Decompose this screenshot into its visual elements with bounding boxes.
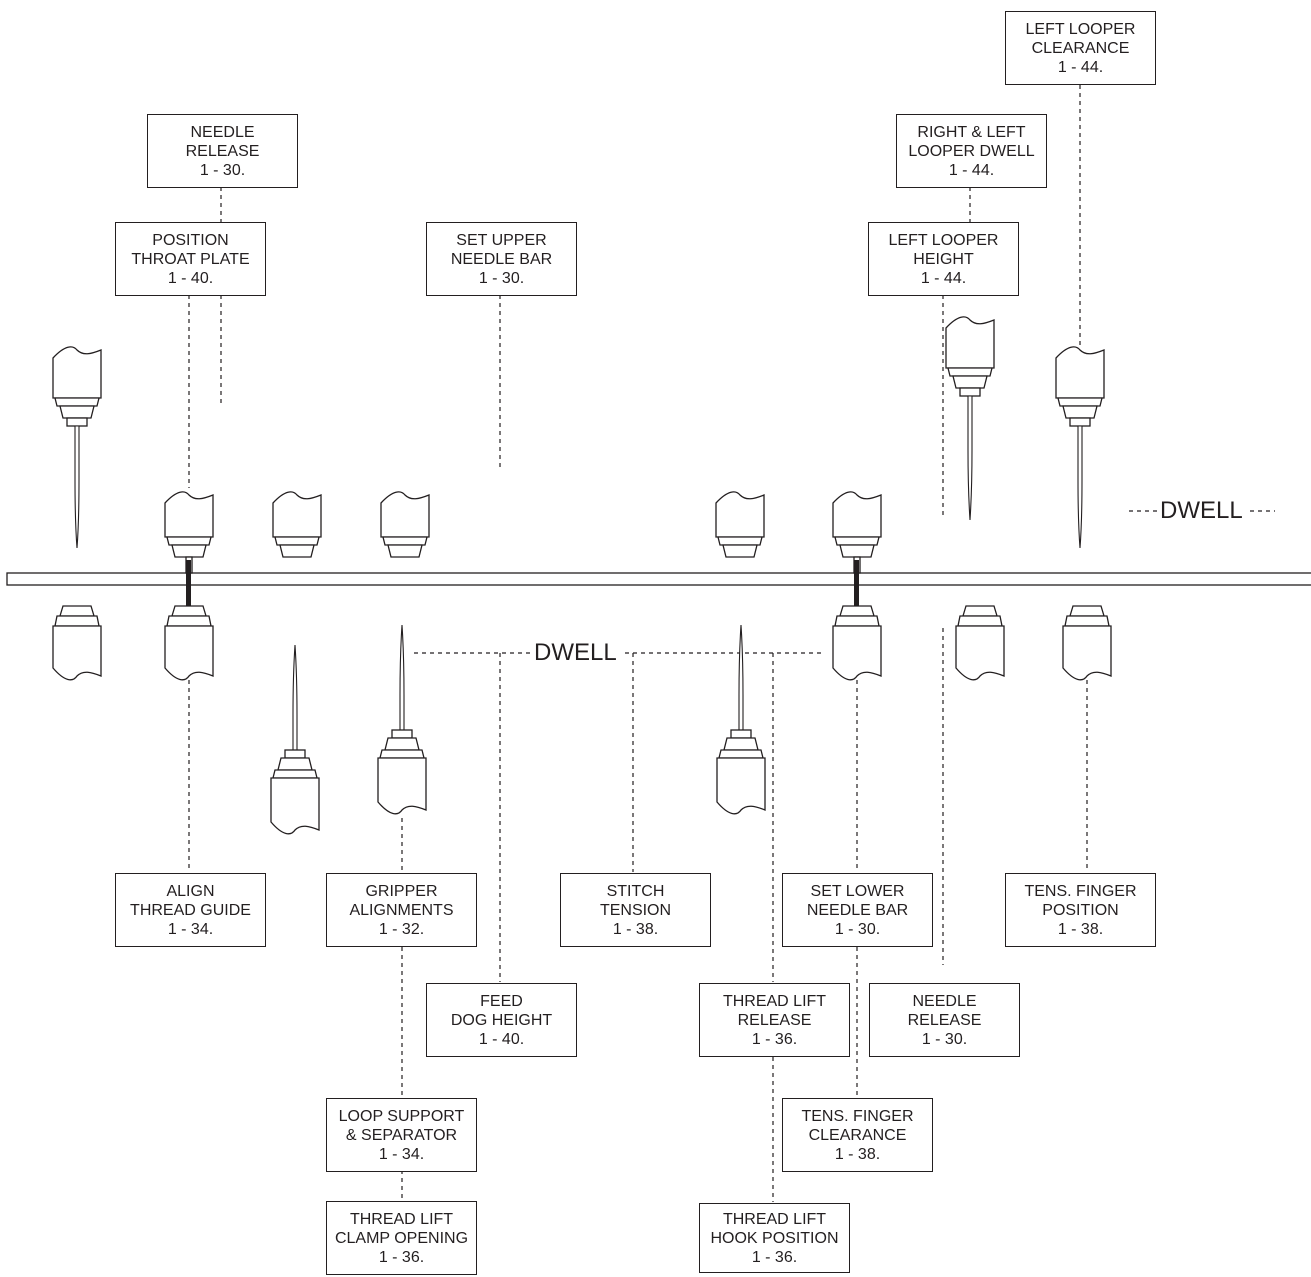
lower-needle-2 [377, 624, 427, 815]
label-line: RIGHT & LEFT [917, 123, 1026, 141]
label-tens-finger-position: TENS. FINGER POSITION 1 - 38. [1005, 873, 1156, 947]
label-line: STITCH [606, 882, 665, 900]
label-ref: 1 - 38. [1057, 920, 1104, 938]
needle-through-plate-2 [854, 560, 859, 610]
label-set-lower-needle-bar: SET LOWER NEEDLE BAR 1 - 30. [782, 873, 933, 947]
label-line: RELEASE [737, 1011, 812, 1029]
label-ref: 1 - 30. [921, 1030, 968, 1048]
label-line: DOG HEIGHT [450, 1011, 553, 1029]
label-ref: 1 - 38. [612, 920, 659, 938]
label-ref: 1 - 34. [167, 920, 214, 938]
label-line: LEFT LOOPER [888, 231, 999, 249]
throat-plate-bar [6, 572, 1311, 586]
label-line: LOOPER DWELL [908, 142, 1035, 160]
upper-holder-c [380, 491, 430, 558]
label-right-left-looper-dwell: RIGHT & LEFT LOOPER DWELL 1 - 44. [896, 114, 1047, 188]
label-needle-release-top: NEEDLE RELEASE 1 - 30. [147, 114, 298, 188]
dwell-label-lower: DWELL [534, 639, 617, 666]
lower-needle-1 [270, 644, 320, 835]
label-line: LEFT LOOPER [1025, 20, 1136, 38]
upper-needle-2 [945, 316, 995, 521]
label-line: ALIGN [166, 882, 215, 900]
label-ref: 1 - 32. [378, 920, 425, 938]
label-align-thread-guide: ALIGN THREAD GUIDE 1 - 34. [115, 873, 266, 947]
upper-holder-d [715, 491, 765, 558]
upper-holder-b [272, 491, 322, 558]
label-ref: 1 - 34. [378, 1145, 425, 1163]
label-needle-release-bottom: NEEDLE RELEASE 1 - 30. [869, 983, 1020, 1057]
lower-holder-3 [832, 605, 882, 681]
label-ref: 1 - 44. [920, 269, 967, 287]
label-line: SET UPPER [456, 231, 547, 249]
lower-holder-2 [164, 605, 214, 681]
label-line: POSITION [152, 231, 229, 249]
label-line: NEEDLE [912, 992, 977, 1010]
lower-holder-4 [955, 605, 1005, 681]
label-line: NEEDLE BAR [450, 250, 553, 268]
label-stitch-tension: STITCH TENSION 1 - 38. [560, 873, 711, 947]
label-line: RELEASE [907, 1011, 982, 1029]
upper-needle-1 [52, 346, 102, 549]
label-thread-lift-hook-position: THREAD LIFT HOOK POSITION 1 - 36. [699, 1203, 850, 1273]
label-line: HEIGHT [913, 250, 974, 268]
label-ref: 1 - 30. [834, 920, 881, 938]
label-ref: 1 - 36. [751, 1248, 798, 1266]
label-gripper-alignments: GRIPPER ALIGNMENTS 1 - 32. [326, 873, 477, 947]
label-ref: 1 - 30. [478, 269, 525, 287]
label-ref: 1 - 40. [167, 269, 214, 287]
label-line: NEEDLE [190, 123, 255, 141]
label-line: RELEASE [185, 142, 260, 160]
upper-needle-3 [1055, 346, 1105, 549]
label-line: & SEPARATOR [345, 1126, 458, 1144]
needle-through-plate-1 [186, 560, 191, 610]
label-line: CLEARANCE [808, 1126, 907, 1144]
label-set-upper-needle-bar: SET UPPER NEEDLE BAR 1 - 30. [426, 222, 577, 296]
label-line: NEEDLE BAR [806, 901, 909, 919]
label-line: GRIPPER [365, 882, 438, 900]
dwell-label-upper: DWELL [1160, 497, 1243, 524]
label-left-looper-clearance: LEFT LOOPER CLEARANCE 1 - 44. [1005, 11, 1156, 85]
label-line: CLEARANCE [1031, 39, 1130, 57]
label-ref: 1 - 38. [834, 1145, 881, 1163]
upper-holder-e [832, 491, 882, 574]
label-thread-lift-release: THREAD LIFT RELEASE 1 - 36. [699, 983, 850, 1057]
label-thread-lift-clamp-opening: THREAD LIFT CLAMP OPENING 1 - 36. [326, 1201, 477, 1275]
label-line: TENSION [599, 901, 672, 919]
label-line: TENS. FINGER [801, 1107, 914, 1125]
label-feed-dog-height: FEED DOG HEIGHT 1 - 40. [426, 983, 577, 1057]
label-loop-support-separator: LOOP SUPPORT & SEPARATOR 1 - 34. [326, 1098, 477, 1172]
label-line: THROAT PLATE [131, 250, 250, 268]
lower-holder-1 [52, 605, 102, 681]
label-line: HOOK POSITION [710, 1229, 839, 1247]
label-line: ALIGNMENTS [349, 901, 454, 919]
label-line: THREAD LIFT [722, 992, 827, 1010]
label-line: THREAD GUIDE [130, 901, 251, 919]
label-ref: 1 - 40. [478, 1030, 525, 1048]
label-line: POSITION [1042, 901, 1119, 919]
label-ref: 1 - 36. [751, 1030, 798, 1048]
lower-needle-3 [716, 624, 766, 815]
label-ref: 1 - 36. [378, 1248, 425, 1266]
label-position-throat-plate: POSITION THROAT PLATE 1 - 40. [115, 222, 266, 296]
label-tens-finger-clearance: TENS. FINGER CLEARANCE 1 - 38. [782, 1098, 933, 1172]
label-ref: 1 - 30. [199, 161, 246, 179]
label-ref: 1 - 44. [948, 161, 995, 179]
label-left-looper-height: LEFT LOOPER HEIGHT 1 - 44. [868, 222, 1019, 296]
label-ref: 1 - 44. [1057, 58, 1104, 76]
lower-holder-5 [1062, 605, 1112, 681]
label-line: CLAMP OPENING [334, 1229, 469, 1247]
leader-lines [188, 85, 1275, 1202]
label-line: THREAD LIFT [349, 1210, 454, 1228]
label-line: THREAD LIFT [722, 1210, 827, 1228]
label-line: SET LOWER [810, 882, 905, 900]
label-line: TENS. FINGER [1024, 882, 1137, 900]
label-line: FEED [480, 992, 523, 1010]
label-line: LOOP SUPPORT [338, 1107, 465, 1125]
